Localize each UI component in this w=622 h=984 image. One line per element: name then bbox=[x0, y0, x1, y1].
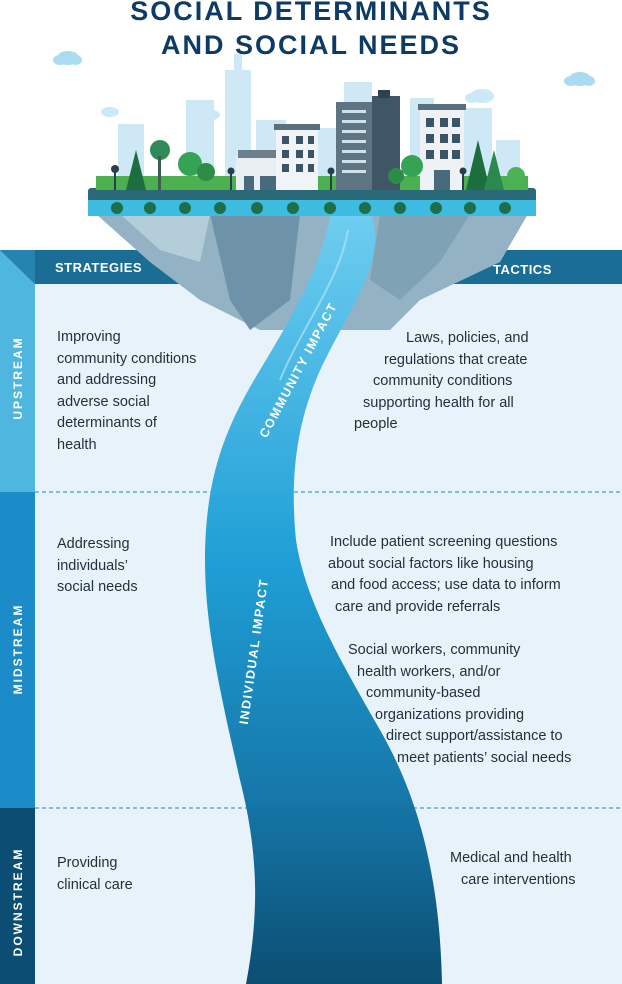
text-line: clinical care bbox=[57, 876, 133, 893]
text-line: people bbox=[354, 416, 398, 432]
midstream-band bbox=[0, 492, 35, 808]
cloud-icon bbox=[465, 89, 494, 103]
tree-icon bbox=[178, 152, 215, 181]
text-line: adverse social bbox=[57, 393, 150, 410]
island-water-strip bbox=[88, 200, 536, 216]
hedge-row bbox=[111, 202, 511, 214]
text-line: about social factors like housing bbox=[328, 555, 534, 572]
downstream-label: DOWNSTREAM bbox=[11, 847, 25, 957]
tree-icon bbox=[150, 140, 170, 190]
text-line: Addressing bbox=[57, 536, 130, 552]
tree-icon bbox=[507, 167, 525, 185]
midstream-strategy: Addressing individuals’ social needs bbox=[57, 534, 217, 599]
cloud-icon bbox=[53, 51, 82, 65]
text-line: social needs bbox=[57, 579, 138, 595]
text-line: determinants of bbox=[57, 415, 157, 431]
tree-icon bbox=[466, 140, 504, 190]
downstream-band bbox=[0, 808, 35, 984]
text-line: Improving bbox=[57, 329, 121, 345]
text-line: direct support/assistance to bbox=[386, 728, 563, 744]
cloud-icon bbox=[564, 72, 595, 86]
text-line: Providing bbox=[57, 855, 118, 871]
text-line: meet patients’ social needs bbox=[397, 749, 572, 766]
text-line: health workers, and/or bbox=[357, 663, 501, 680]
text-line: individuals’ bbox=[57, 557, 128, 574]
upstream-label: UPSTREAM bbox=[11, 336, 25, 420]
building-right bbox=[418, 104, 466, 190]
text-line: Laws, policies, and bbox=[406, 330, 529, 346]
building-tower bbox=[336, 90, 400, 190]
text-line: Social workers, community bbox=[348, 642, 521, 658]
midstream-tactic-2: Social workers, community health workers… bbox=[348, 640, 618, 769]
text-line: community conditions bbox=[373, 373, 513, 389]
text-line: care interventions bbox=[461, 871, 576, 888]
text-line: supporting health for all bbox=[363, 394, 514, 411]
text-line: health bbox=[57, 436, 97, 453]
lamp-post-icon bbox=[111, 165, 467, 190]
island-platform bbox=[88, 188, 536, 202]
text-line: Medical and health bbox=[450, 850, 572, 866]
title-line-1: SOCIAL DETERMINANTS bbox=[130, 0, 492, 26]
text-line: community-based bbox=[366, 685, 481, 701]
downstream-strategy: Providing clinical care bbox=[57, 853, 217, 896]
strategies-header-fold bbox=[0, 250, 35, 284]
text-line: care and provide referrals bbox=[335, 598, 501, 615]
downstream-tactic: Medical and health care interventions bbox=[450, 848, 615, 891]
building-left bbox=[236, 150, 282, 190]
midstream-tactic-1: Include patient screening questions abou… bbox=[328, 532, 618, 618]
tactics-header: TACTICS bbox=[493, 262, 552, 277]
island-rock bbox=[96, 214, 528, 330]
tree-icon bbox=[126, 150, 146, 190]
upstream-strategy: Improving community conditions and addre… bbox=[57, 327, 237, 456]
text-line: regulations that create bbox=[384, 351, 528, 368]
text-line: organizations providing bbox=[375, 706, 525, 723]
building-apartment bbox=[274, 124, 320, 190]
upstream-tactic: Laws, policies, and regulations that cre… bbox=[350, 328, 590, 436]
river-body bbox=[205, 216, 442, 984]
tree-icon bbox=[388, 155, 423, 184]
text-line: and addressing bbox=[57, 372, 157, 388]
title-line-2: AND SOCIAL NEEDS bbox=[160, 30, 462, 60]
midstream-label: MIDSTREAM bbox=[11, 603, 25, 695]
upstream-band bbox=[0, 250, 35, 492]
text-line: Include patient screening questions bbox=[330, 534, 558, 550]
river-highlight bbox=[279, 229, 349, 381]
strategies-header: STRATEGIES bbox=[55, 260, 143, 275]
text-line: and food access; use data to inform bbox=[331, 577, 561, 593]
text-line: community conditions bbox=[57, 350, 197, 367]
